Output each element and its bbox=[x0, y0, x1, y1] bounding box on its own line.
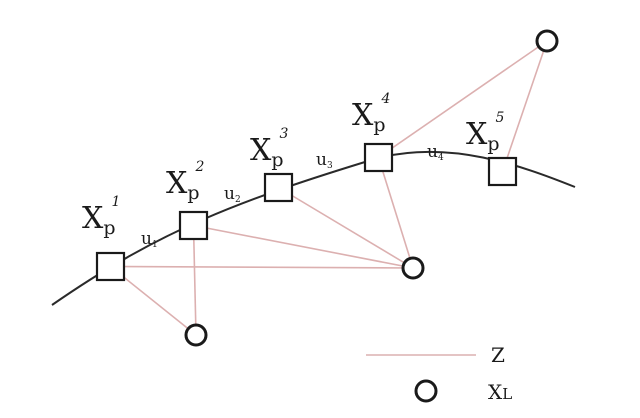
observation-line-8 bbox=[501, 40, 548, 172]
odometry-4-label: u4 bbox=[427, 142, 444, 163]
legend-landmark-label: XL bbox=[488, 380, 512, 404]
legend: Z XL bbox=[366, 343, 512, 404]
odometry-3-label: u3 bbox=[316, 150, 333, 171]
pose-5-label: Xp5 bbox=[466, 110, 505, 155]
observation-line-3 bbox=[110, 265, 414, 269]
pose-4-label: Xp4 bbox=[352, 91, 390, 136]
pose-2-label: Xp2 bbox=[166, 159, 205, 204]
pose-5 bbox=[487, 156, 518, 187]
legend-landmark-icon bbox=[414, 379, 438, 403]
observation-line-5 bbox=[278, 186, 414, 269]
observation-line-6 bbox=[377, 157, 414, 269]
observation-line-2 bbox=[192, 225, 197, 336]
observation-line-4 bbox=[193, 224, 414, 269]
legend-observation-label: Z bbox=[491, 343, 505, 367]
landmark-mid bbox=[401, 256, 425, 280]
observation-line-7 bbox=[378, 40, 548, 159]
landmark-top bbox=[535, 29, 559, 53]
odometry-1-label: u1 bbox=[141, 229, 158, 250]
pose-1 bbox=[95, 251, 126, 282]
pose-3-label: Xp3 bbox=[250, 126, 289, 171]
pose-1-label: Xp1 bbox=[82, 194, 120, 239]
odometry-2-label: u2 bbox=[224, 184, 241, 205]
landmark-low bbox=[184, 323, 208, 347]
pose-4 bbox=[363, 142, 394, 173]
pose-3 bbox=[263, 172, 294, 203]
pose-2 bbox=[178, 210, 209, 241]
